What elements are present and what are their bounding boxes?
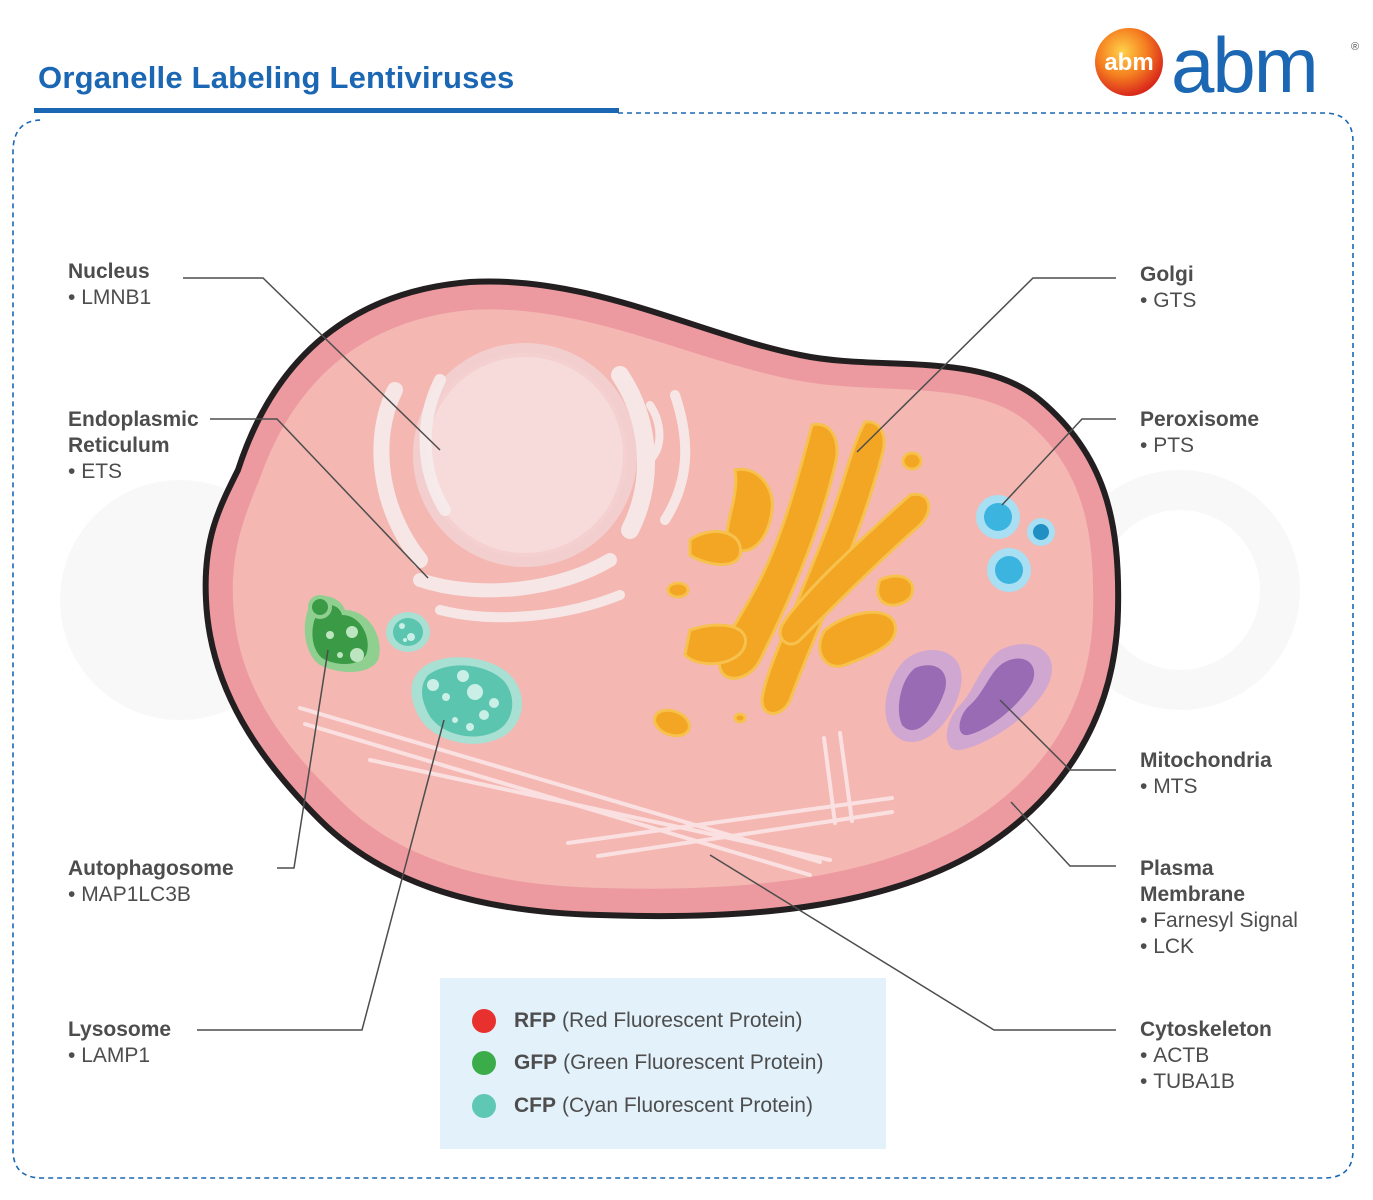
legend-item-gfp: GFP (Green Fluorescent Protein) (472, 1048, 823, 1078)
autophagosome (304, 595, 380, 672)
label-nucleus-name: Nucleus (68, 260, 150, 283)
label-autophagosome-name: Autophagosome (68, 857, 234, 880)
label-mitochondria: Mitochondria MTS (1140, 748, 1272, 800)
label-lysosome-name: Lysosome (68, 1018, 172, 1041)
legend-rfp-key: RFP (514, 1009, 556, 1032)
label-peroxisome-name: Peroxisome (1140, 408, 1260, 431)
page-title: Organelle Labeling Lentiviruses (38, 60, 515, 95)
small-lysosome (386, 612, 430, 652)
label-autophagosome-marker-1: MAP1LC3B (68, 882, 234, 908)
label-golgi: Golgi GTS (1140, 262, 1196, 314)
leader-lysosome (197, 719, 445, 1031)
label-plasma-membrane-marker-2: LCK (1140, 934, 1298, 960)
label-cytoskeleton: Cytoskeleton ACTB TUBA1B (1140, 1017, 1272, 1095)
lysosome (411, 657, 522, 744)
mitochondria (885, 644, 1052, 751)
legend-item-cfp: CFP (Cyan Fluorescent Protein) (472, 1091, 813, 1121)
legend-cfp-desc: (Cyan Fluorescent Protein) (562, 1094, 813, 1117)
label-cytoskeleton-marker-1: ACTB (1140, 1043, 1272, 1069)
label-nucleus: Nucleus LMNB1 (68, 259, 151, 311)
label-mitochondria-name: Mitochondria (1140, 749, 1272, 772)
label-autophagosome: Autophagosome MAP1LC3B (68, 856, 234, 908)
nucleus (413, 343, 637, 567)
label-cytoskeleton-name: Cytoskeleton (1140, 1018, 1272, 1041)
legend-cfp-dot (472, 1094, 496, 1118)
golgi (653, 420, 931, 738)
leader-cytoskeleton (709, 854, 1116, 1031)
label-peroxisome-marker-1: PTS (1140, 433, 1259, 459)
leader-plasma-membrane (1010, 801, 1116, 867)
label-er-name-line-2: Reticulum (68, 434, 170, 457)
logo-badge-text: abm (1104, 49, 1153, 76)
label-plasma-membrane-marker-1: Farnesyl Signal (1140, 908, 1298, 934)
leader-autophagosome (277, 649, 329, 869)
label-lysosome-marker-1: LAMP1 (68, 1043, 171, 1069)
label-golgi-name: Golgi (1140, 263, 1194, 286)
title-underline (34, 108, 619, 113)
diagram-frame (12, 112, 1354, 1179)
label-peroxisome: Peroxisome PTS (1140, 407, 1259, 459)
peroxisomes (976, 495, 1055, 592)
abm-logo: abm abm ® (1095, 26, 1359, 106)
leader-mitochondria (999, 699, 1116, 771)
label-golgi-marker-1: GTS (1140, 288, 1196, 314)
label-mitochondria-marker-1: MTS (1140, 774, 1272, 800)
legend-gfp-key: GFP (514, 1051, 558, 1074)
logo-registered: ® (1351, 41, 1359, 53)
leader-peroxisome (1001, 418, 1116, 506)
cytoplasm (232, 309, 1094, 889)
legend-gfp-dot (472, 1051, 496, 1075)
leader-lines (183, 277, 1116, 1031)
logo-wordmark: abm (1171, 26, 1317, 106)
legend-cfp-key: CFP (514, 1094, 556, 1117)
label-er-marker-1: ETS (68, 459, 199, 485)
label-plasma-membrane-name-line-2: Membrane (1140, 883, 1246, 906)
endoplasmic-reticulum (373, 366, 691, 623)
legend-gfp-desc: (Green Fluorescent Protein) (563, 1051, 824, 1074)
legend-item-rfp: RFP (Red Fluorescent Protein) (472, 1006, 802, 1036)
leader-er (210, 418, 429, 579)
cytoskeleton (298, 706, 894, 877)
leader-nucleus (183, 277, 441, 451)
label-er-name-line-1: Endoplasmic (68, 408, 199, 431)
label-nucleus-marker-1: LMNB1 (68, 285, 151, 311)
legend: RFP (Red Fluorescent Protein) GFP (Green… (440, 978, 886, 1149)
leader-golgi (856, 277, 1116, 453)
label-cytoskeleton-marker-2: TUBA1B (1140, 1069, 1272, 1095)
legend-rfp-desc: (Red Fluorescent Protein) (562, 1009, 803, 1032)
label-plasma-membrane: Plasma Membrane Farnesyl Signal LCK (1140, 856, 1298, 960)
label-er: Endoplasmic Reticulum ETS (68, 407, 199, 485)
label-lysosome: Lysosome LAMP1 (68, 1017, 171, 1069)
label-plasma-membrane-name-line-1: Plasma (1140, 857, 1214, 880)
legend-rfp-dot (472, 1009, 496, 1033)
